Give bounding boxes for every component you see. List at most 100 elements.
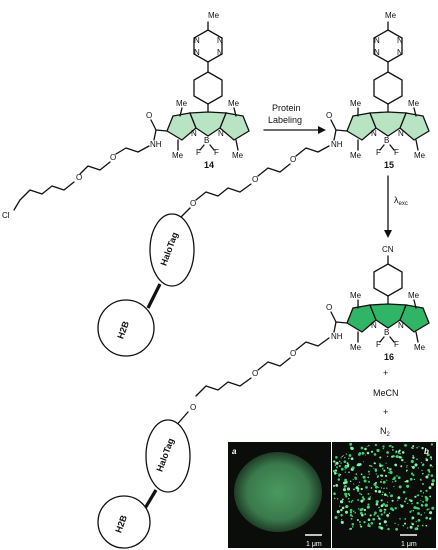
localization-spot [337,478,341,481]
localization-spot [342,488,347,492]
localization-spot [428,508,430,510]
localization-spot [348,454,352,457]
localization-spot [412,474,415,477]
c14-fluorine-2: F [214,148,219,157]
localization-spot [361,507,364,511]
localization-spot [363,479,367,483]
localization-spot [372,517,376,521]
nucleus-diffraction-limited [234,452,322,532]
localization-spot [346,462,349,465]
svg-text:N: N [194,36,200,45]
localization-spot [373,453,377,456]
localization-spot [421,504,424,507]
localization-spot [370,465,373,467]
localization-spot [394,463,398,467]
localization-spot [412,510,414,512]
svg-text:N: N [194,48,200,57]
localization-spot [391,455,394,458]
localization-spot [420,499,422,501]
c16-fluorine-1: F [376,340,381,349]
c15-number: 15 [384,160,394,170]
c16-pyrrole-left [346,304,377,333]
c15-carbonyl-o: O [326,111,332,120]
localization-spot [414,463,418,467]
localization-spot [388,492,391,494]
localization-spot [430,458,433,460]
c16-carbonyl-o: O [326,303,332,312]
localization-spot [397,496,401,500]
micrograph-b-scale-label: 1 μm [401,541,417,548]
c15-methyl-2: Me [408,99,420,108]
localization-spot [429,464,433,467]
localization-spot [389,470,393,475]
localization-spot [375,502,379,506]
localization-spot [401,458,404,462]
localization-spot [380,513,383,516]
localization-spot [377,486,379,489]
c15-phenyl-ring [373,71,403,105]
c14-tetrazine-methyl: Me [208,11,220,20]
svg-text:N: N [217,48,223,57]
localization-spot [370,521,374,525]
localization-spot [344,456,346,459]
localization-spot [353,488,355,491]
localization-spot [392,477,396,480]
localization-spot [382,480,386,484]
localization-spot [395,455,397,457]
svg-text:N: N [218,129,224,138]
localization-spot [384,510,386,513]
c16-ether-o-3: O [190,403,196,412]
localization-spot [333,497,336,500]
localization-spot [422,472,424,475]
protein-conjugate-15: HaloTag H2B [97,213,195,357]
localization-spot [336,498,339,500]
localization-spot [356,464,359,467]
localization-spot [380,499,383,502]
localization-spot [420,461,423,464]
localization-spot [406,502,409,505]
localization-spot [421,524,424,527]
localization-spot [357,453,361,456]
localization-spot [382,445,385,448]
c16-n-left: N [371,321,377,330]
localization-spot [345,453,348,455]
localization-spot [348,457,350,460]
c15-linker-1 [295,145,330,157]
localization-spot [387,501,389,503]
localization-spot [340,500,344,504]
localization-spot [333,460,336,463]
c15-methyl-4: Me [414,151,426,160]
localization-spot [363,508,367,512]
localization-spot [340,467,344,471]
localization-spot [349,511,353,514]
localization-spot [362,475,366,479]
localization-spot [411,522,413,524]
localization-spot [349,508,353,512]
localization-spot [360,494,362,496]
c14-pyrrole-left [166,112,197,141]
localization-spot [376,449,378,451]
localization-spot [341,506,345,510]
localization-spot [386,479,388,481]
localization-spot [412,456,415,459]
localization-spot [334,464,336,466]
localization-spot [340,508,343,512]
localization-spot [388,471,390,474]
localization-spot [344,478,348,482]
localization-spot [406,527,409,529]
localization-spot [335,461,339,465]
localization-spot [429,517,432,520]
localization-spot [373,513,376,516]
localization-spot [359,492,361,495]
localization-spot [417,494,420,497]
localization-spot [353,483,355,485]
localization-spot [356,518,359,522]
localization-spot [377,490,379,492]
localization-spot [424,512,426,514]
localization-spot [344,484,347,488]
localization-spot [381,464,384,467]
c14-methyl-3: Me [172,151,184,160]
localization-spot [376,515,379,518]
localization-spot [394,507,397,510]
localization-spot [349,527,352,531]
